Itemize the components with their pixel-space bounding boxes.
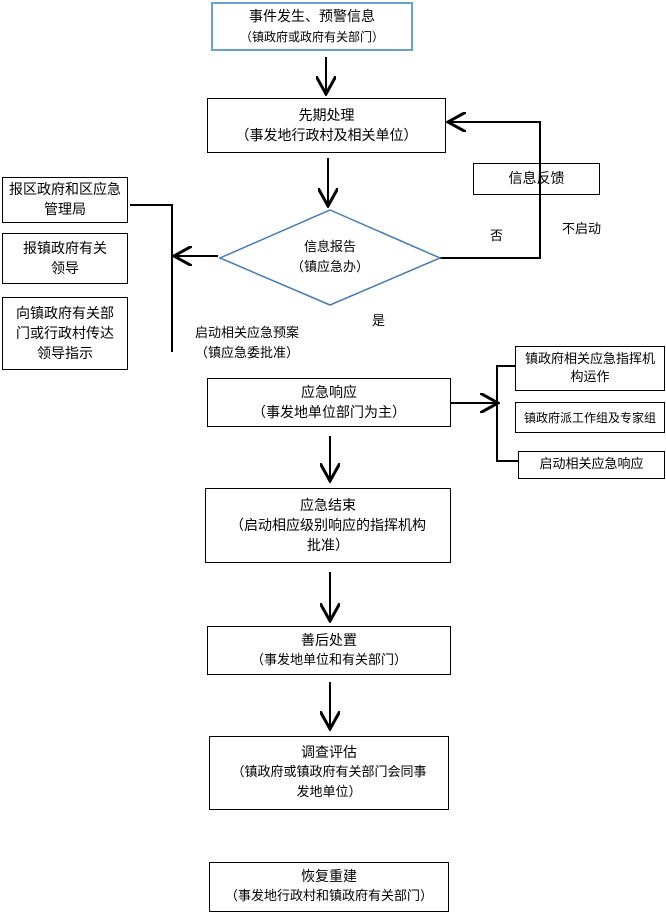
node-title: 应急结束 — [300, 497, 356, 514]
node-title: 信息报告 — [303, 240, 356, 255]
node-subtitle: （事发地单位和有关部门） — [250, 652, 407, 668]
node-right1: 镇政府相关应急指挥机构运作 — [515, 346, 665, 391]
line: 报镇政府有关 — [23, 240, 107, 257]
node-initial: 先期处理 （事发地行政村及相关单位） — [207, 98, 446, 153]
label-no: 否 — [490, 229, 504, 244]
label-plan-approval: （镇应急委批准） — [195, 346, 300, 361]
right-bracket — [496, 365, 518, 462]
line: （启动相应级别响应的指挥机构 — [230, 517, 426, 534]
node-subtitle: （事发地单位部门为主） — [252, 404, 406, 421]
label-yes: 是 — [372, 314, 386, 329]
line: 构运作 — [570, 369, 610, 385]
label-not-start: 不启动 — [562, 222, 602, 237]
node-subtitle: （镇应急办） — [290, 260, 369, 275]
node-title: 恢复重建 — [301, 869, 357, 885]
node-response: 应急响应 （事发地单位部门为主） — [207, 378, 451, 427]
line: 镇政府相关应急指挥机 — [524, 351, 655, 367]
node-feedback: 信息反馈 — [473, 163, 600, 195]
node-right3: 启动相关应急响应 — [518, 451, 665, 479]
line: 领导 — [51, 260, 79, 277]
line: 领导指示 — [37, 345, 93, 362]
node-left2: 报镇政府有关领导 — [2, 233, 128, 284]
line: 批准） — [307, 537, 349, 554]
line: 管理局 — [44, 202, 86, 218]
node-left1: 报区政府和区应急管理局 — [2, 177, 128, 223]
node-investigate: 调查评估 （镇政府或镇政府有关部门会同事发地单位） — [209, 736, 449, 810]
node-start: 事件发生、预警信息 （镇政府或政府有关部门） — [211, 2, 413, 51]
line: 启动相关应急响应 — [539, 457, 644, 472]
label-plan: 启动相关应急预案 — [195, 326, 300, 341]
node-title: 善后处置 — [301, 632, 357, 649]
node-end: 应急结束 （启动相应级别响应的指挥机构批准） — [205, 488, 451, 563]
node-right2: 镇政府派工作组及专家组 — [515, 402, 665, 433]
node-title: 事件发生、预警信息 — [249, 8, 375, 25]
node-title: 应急响应 — [301, 384, 357, 401]
feedback-line — [440, 122, 541, 259]
node-subtitle: （事发地行政村和镇政府有关部门） — [224, 889, 433, 904]
decision-diamond — [218, 209, 442, 306]
node-aftermath: 善后处置 （事发地单位和有关部门） — [207, 626, 451, 675]
node-subtitle: （镇政府或政府有关部门） — [239, 29, 384, 44]
node-title: 调查评估 — [301, 745, 357, 761]
node-rebuild: 恢复重建 （事发地行政村和镇政府有关部门） — [209, 862, 449, 912]
node-subtitle: （事发地行政村及相关单位） — [235, 127, 418, 144]
line: 发地单位） — [296, 785, 362, 800]
line: （镇政府或镇政府有关部门会同事 — [231, 765, 427, 780]
left-bracket — [130, 204, 173, 352]
node-report: 信息报告 （镇应急办） — [280, 233, 380, 283]
line: 镇政府派工作组及专家组 — [523, 410, 656, 425]
node-title: 信息反馈 — [508, 171, 565, 187]
node-title: 先期处理 — [298, 107, 355, 124]
line: 门或行政村传达 — [16, 325, 114, 342]
line: 报区政府和区应急 — [9, 182, 121, 198]
node-left3: 向镇政府有关部门或行政村传达领导指示 — [2, 297, 128, 370]
line: 向镇政府有关部 — [16, 305, 114, 322]
